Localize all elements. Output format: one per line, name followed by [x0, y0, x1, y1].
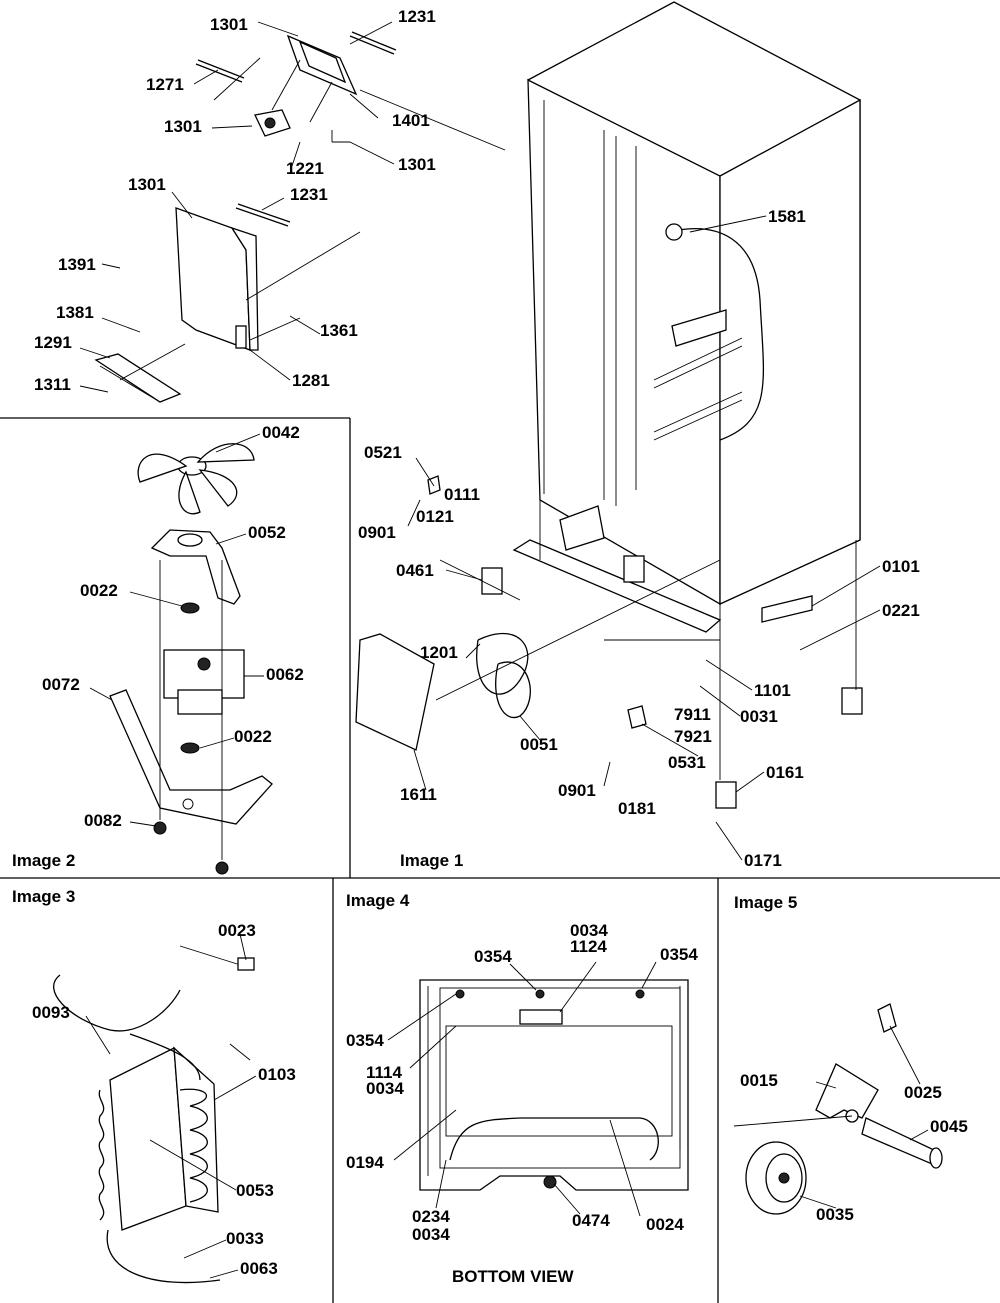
leader-lines [79, 21, 929, 1279]
callout-1301: 1301 [128, 175, 166, 194]
panel-caption-image1: Image 1 [400, 851, 464, 870]
callout-1271: 1271 [146, 75, 184, 94]
callout-0053: 0053 [236, 1181, 274, 1200]
panel-caption-image3: Image 3 [12, 887, 76, 906]
callout-1381: 1381 [56, 303, 94, 322]
callout-0034: 0034 [570, 921, 608, 940]
panel-caption-image2: Image 2 [12, 851, 76, 870]
callout-0072: 0072 [42, 675, 80, 694]
panel-caption-image4: Image 4 [346, 891, 410, 910]
callout-1231: 1231 [290, 185, 328, 204]
bottom-view-subtitle: BOTTOM VIEW [452, 1267, 574, 1286]
callout-1311: 1311 [34, 375, 71, 394]
callout-0901: 0901 [558, 781, 596, 800]
callout-0034: 0034 [412, 1225, 450, 1244]
callout-1231: 1231 [398, 7, 436, 26]
roller-assembly [733, 1003, 943, 1215]
bottom-view-assembly [419, 979, 689, 1191]
callout-7921: 7921 [674, 727, 712, 746]
callout-0082: 0082 [84, 811, 122, 830]
callout-0033: 0033 [226, 1229, 264, 1248]
callout-1201: 1201 [420, 643, 458, 662]
callout-0063: 0063 [240, 1259, 278, 1278]
callout-0234: 0234 [412, 1207, 450, 1226]
callout-1124: 1124 [570, 937, 607, 956]
callout-0354: 0354 [660, 945, 698, 964]
callout-0022: 0022 [234, 727, 272, 746]
callout-0025: 0025 [904, 1083, 942, 1102]
callout-0024: 0024 [646, 1215, 684, 1234]
panel-caption-image5: Image 5 [734, 893, 798, 912]
callout-1611: 1611 [400, 785, 437, 804]
callout-1391: 1391 [58, 255, 96, 274]
callout-0051: 0051 [520, 735, 558, 754]
callout-0521: 0521 [364, 443, 402, 462]
callout-0062: 0062 [266, 665, 304, 684]
callout-0111: 0111 [444, 485, 480, 504]
callout-0474: 0474 [572, 1211, 610, 1230]
callout-0101: 0101 [882, 557, 920, 576]
callout-0181: 0181 [618, 799, 656, 818]
callout-1301: 1301 [210, 15, 248, 34]
cabinet-assembly [355, 1, 863, 809]
callout-0042: 0042 [262, 423, 300, 442]
callout-0221: 0221 [882, 601, 920, 620]
callout-7911: 7911 [674, 705, 711, 724]
callout-0901: 0901 [358, 523, 396, 542]
callout-0093: 0093 [32, 1003, 70, 1022]
callout-0045: 0045 [930, 1117, 968, 1136]
damper-assembly [94, 31, 506, 403]
callout-1291: 1291 [34, 333, 72, 352]
callout-0035: 0035 [816, 1205, 854, 1224]
callout-0103: 0103 [258, 1065, 296, 1084]
callout-1101: 1101 [754, 681, 791, 700]
callout-1114: 1114 [366, 1063, 402, 1082]
panel-dividers [0, 417, 1000, 1303]
callout-1581: 1581 [768, 207, 806, 226]
callout-0031: 0031 [740, 707, 778, 726]
callout-0052: 0052 [248, 523, 286, 542]
callout-1221: 1221 [286, 159, 324, 178]
callout-0461: 0461 [396, 561, 434, 580]
callout-1301: 1301 [398, 155, 436, 174]
callout-0194: 0194 [346, 1153, 384, 1172]
evaporator-assembly [53, 945, 255, 1284]
callout-0023: 0023 [218, 921, 256, 940]
callout-1361: 1361 [320, 321, 358, 340]
callout-1301: 1301 [164, 117, 202, 136]
fan-motor-assembly [109, 443, 273, 875]
callout-0171: 0171 [744, 851, 782, 870]
callout-0121: 0121 [416, 507, 454, 526]
callout-0022: 0022 [80, 581, 118, 600]
callout-0034: 0034 [366, 1079, 404, 1098]
callout-0161: 0161 [766, 763, 804, 782]
callout-0531: 0531 [668, 753, 706, 772]
callout-0354: 0354 [474, 947, 512, 966]
callout-0354: 0354 [346, 1031, 384, 1050]
callout-0015: 0015 [740, 1071, 778, 1090]
callout-1401: 1401 [392, 111, 430, 130]
callout-1281: 1281 [292, 371, 330, 390]
